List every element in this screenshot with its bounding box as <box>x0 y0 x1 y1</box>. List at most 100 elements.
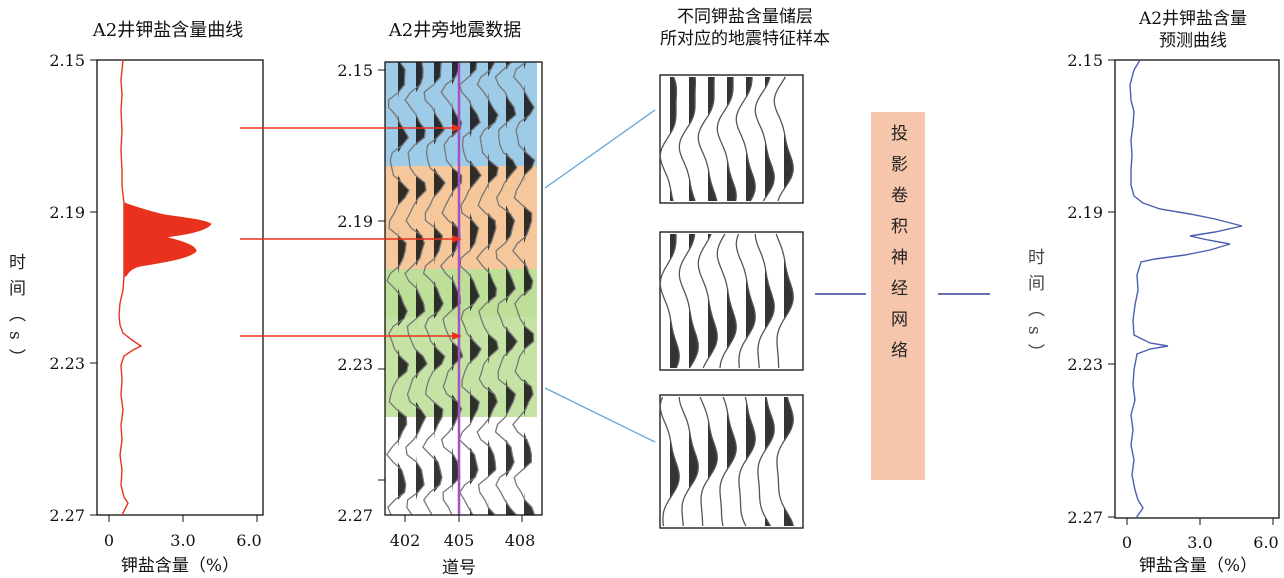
panel3-ylabel: 时间（s） <box>1024 248 1044 370</box>
panel2-ytick-label: 2.19 <box>337 212 373 231</box>
wiggle-fill <box>708 397 718 526</box>
wiggle-fill <box>746 77 756 201</box>
wiggle-trace <box>757 396 775 527</box>
panel3-xtick-label: 3.0 <box>1187 533 1212 552</box>
wiggle-trace <box>404 61 428 516</box>
wiggle-trace <box>735 77 756 202</box>
wiggle-trace <box>678 396 699 527</box>
panel1-xlabel: 钾盐含量（%） <box>121 556 239 576</box>
panel3-yticks: 2.15 2.19 2.23 2.27 <box>1067 51 1115 527</box>
seismic-samples: 不同钾盐含量储层 所对应的地震特征样本 <box>659 7 830 529</box>
wiggle-fill <box>689 397 699 526</box>
wiggle-trace <box>775 233 794 369</box>
wiggle-fill <box>689 77 696 201</box>
panel2-title: A2井旁地震数据 <box>388 20 521 41</box>
wiggle-trace <box>776 396 795 527</box>
panel2-xtick-label: 405 <box>444 531 475 550</box>
panel3-frame <box>1114 59 1280 519</box>
wiggle-trace <box>738 396 756 527</box>
panel3-ytick-label: 2.19 <box>1067 203 1103 222</box>
panel1-ylabel: 时间（s） <box>5 253 25 375</box>
panel1-xtick-label: 3.0 <box>170 531 195 550</box>
wiggle-trace <box>475 61 499 516</box>
wiggle-trace <box>697 233 718 369</box>
wiggle-fill <box>746 397 756 526</box>
wiggle-fill <box>434 62 446 515</box>
wiggle-trace <box>494 61 519 516</box>
wiggle-fill <box>524 62 535 515</box>
panel3-xticks: 0 3.0 6.0 <box>1122 518 1279 552</box>
connector-line <box>544 109 656 189</box>
panel3-xtick-label: 0 <box>1122 533 1132 552</box>
wiggle-fill <box>784 77 794 201</box>
wiggle-trace <box>754 76 775 202</box>
wiggle-trace <box>699 396 718 527</box>
arrowhead-icon <box>452 332 462 340</box>
panel2-xticks: 402 405 408 <box>390 515 535 550</box>
wiggle-trace <box>716 77 737 202</box>
panel3-ytick-label: 2.27 <box>1067 508 1103 527</box>
wiggle-trace <box>678 233 699 369</box>
wiggle-trace <box>659 234 680 369</box>
wiggle-trace <box>719 396 737 527</box>
panel3-curve <box>1129 59 1243 519</box>
arrowhead-icon <box>452 235 462 243</box>
wiggle-trace <box>385 61 410 516</box>
panel-seismic-section: A2井旁地震数据 2.15 2.19 2.23 2.27 402 405 408… <box>337 20 543 578</box>
panel1-title: A2井钾盐含量曲线 <box>92 20 243 41</box>
wiggle-trace <box>659 76 678 202</box>
panel3-ytick-label: 2.23 <box>1067 355 1103 374</box>
panel2-ytick-label: 2.27 <box>337 506 373 525</box>
tie-arrows <box>240 124 462 340</box>
panel2-ytick-label: 2.15 <box>337 61 373 80</box>
sample-box-medium <box>659 231 804 371</box>
wiggle-fill <box>708 77 717 201</box>
wiggle-trace <box>697 76 718 202</box>
wiggle-fill <box>727 77 737 201</box>
panel2-ytick-label: 2.23 <box>337 355 373 374</box>
wiggle-fill <box>670 234 680 368</box>
wiggle-fill <box>708 234 718 368</box>
wiggle-fill <box>784 397 794 526</box>
panel3-title-line2: 预测曲线 <box>1159 31 1227 51</box>
connector-line <box>544 387 656 443</box>
panel1-frame <box>96 59 264 516</box>
network-label: 投影卷积神经网络 <box>887 124 907 372</box>
wiggle-fill <box>506 62 518 515</box>
panel1-curve <box>118 59 143 516</box>
network-box <box>871 112 925 480</box>
panel1-xtick-label: 6.0 <box>236 531 261 550</box>
panel1-ytick-label: 2.19 <box>49 203 85 222</box>
panel1-filled-peak <box>123 202 212 277</box>
wiggle-trace <box>678 76 697 202</box>
wiggle-trace <box>773 76 794 202</box>
panel3-ytick-label: 2.15 <box>1067 51 1103 70</box>
panel2-yticks: 2.15 2.19 2.23 2.27 <box>337 61 385 525</box>
wiggle-fill <box>488 62 499 515</box>
panel1-ytick-label: 2.15 <box>49 51 85 70</box>
panel2-xtick-label: 402 <box>390 531 421 550</box>
sample-box-low <box>659 394 804 529</box>
wiggle-fill <box>784 234 794 368</box>
wiggle-trace <box>439 61 464 516</box>
sample-frame <box>659 231 804 371</box>
panel-measured-curve: A2井钾盐含量曲线 2.15 2.19 2.23 2.27 0 3.0 6.0 … <box>49 20 264 576</box>
panel3-xtick-label: 6.0 <box>1253 533 1278 552</box>
wiggle-trace <box>716 233 737 369</box>
panel1-ytick-label: 2.27 <box>49 506 85 525</box>
wiggle-fill <box>765 234 775 368</box>
panel2-xlabel: 道号 <box>442 558 476 578</box>
wiggle-trace <box>659 396 680 527</box>
arrowhead-icon <box>452 124 462 132</box>
wiggle-fill <box>765 397 775 526</box>
seismic-wiggle-traces <box>385 61 536 516</box>
panel1-xtick-label: 0 <box>104 531 114 550</box>
panel3-title-line1: A2井钾盐含量 <box>1138 9 1247 29</box>
panel-predicted-curve: A2井钾盐含量 预测曲线 2.15 2.19 2.23 2.27 0 3.0 6… <box>1067 9 1280 576</box>
samples-title-line2: 所对应的地震特征样本 <box>660 29 830 49</box>
sample-box-high <box>659 74 804 204</box>
panel1-ytick-label: 2.23 <box>49 354 85 373</box>
panel3-xlabel: 钾盐含量（%） <box>1139 556 1257 576</box>
wiggle-trace <box>754 233 775 369</box>
